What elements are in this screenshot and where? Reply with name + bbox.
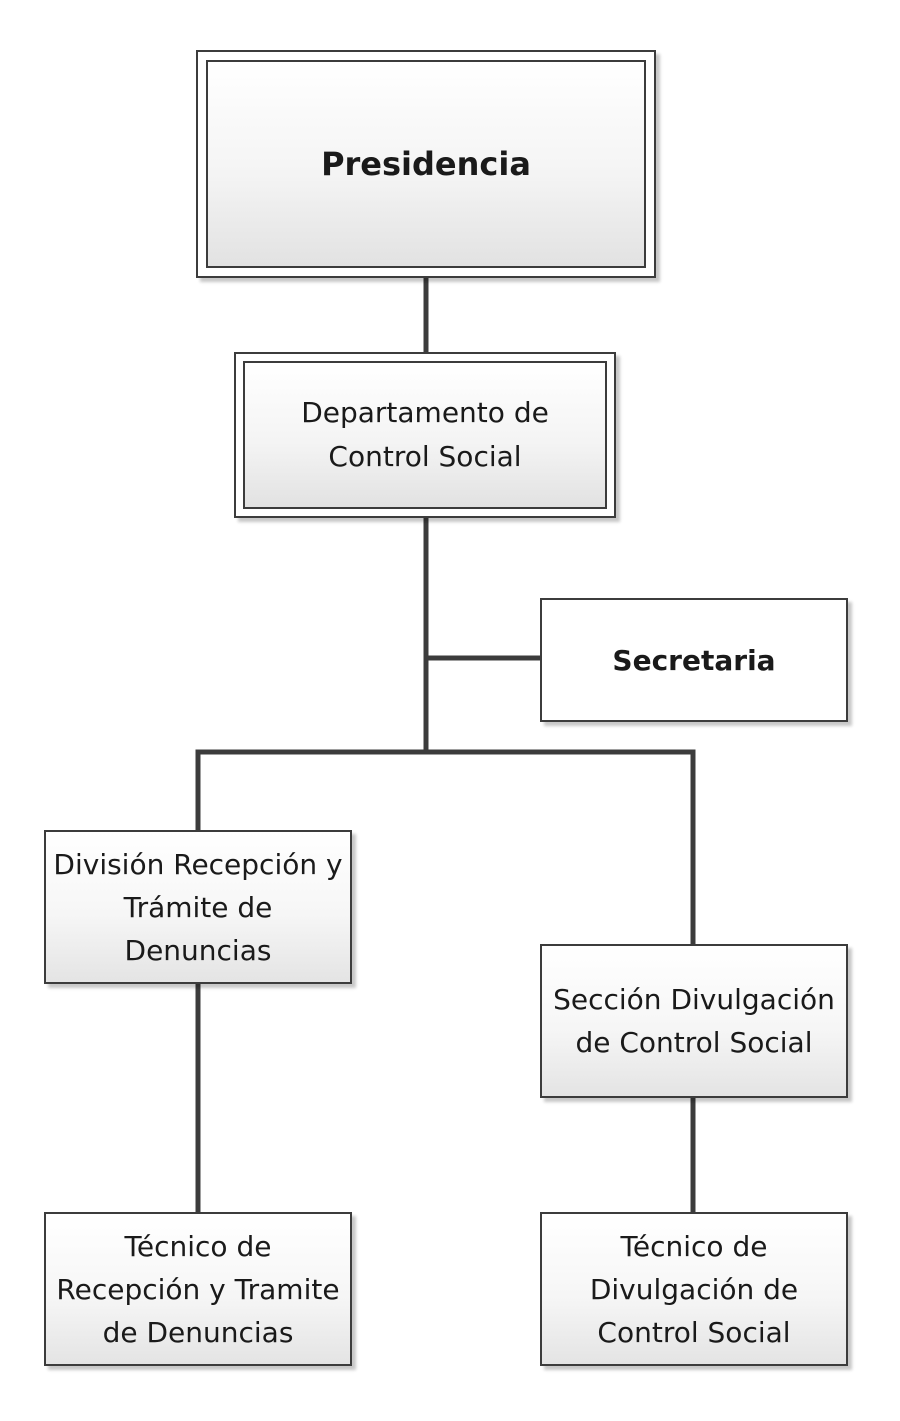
node-division: División Recepción y Trámite de Denuncia…: [44, 830, 352, 984]
node-presidencia-inner: Presidencia: [206, 60, 646, 268]
node-presidencia-label: Presidencia: [321, 145, 531, 183]
node-tecnico-recepcion-label: Técnico de Recepción y Tramite de Denunc…: [56, 1229, 340, 1349]
node-departamento-inner: Departamento de Control Social: [243, 361, 607, 509]
node-seccion: Sección Divulgación de Control Social: [540, 944, 848, 1098]
node-tecnico-divulgacion: Técnico de Divulgación de Control Social: [540, 1212, 848, 1366]
node-secretaria: Secretaria: [540, 598, 848, 722]
node-departamento-label: Departamento de Control Social: [301, 396, 549, 473]
node-tecnico-divulgacion-label: Técnico de Divulgación de Control Social: [589, 1229, 799, 1349]
node-secretaria-label: Secretaria: [612, 643, 776, 677]
node-presidencia: Presidencia: [196, 50, 656, 278]
node-tecnico-recepcion: Técnico de Recepción y Tramite de Denunc…: [44, 1212, 352, 1366]
node-division-label: División Recepción y Trámite de Denuncia…: [53, 847, 343, 967]
node-seccion-label: Sección Divulgación de Control Social: [553, 983, 835, 1059]
node-departamento: Departamento de Control Social: [234, 352, 616, 518]
